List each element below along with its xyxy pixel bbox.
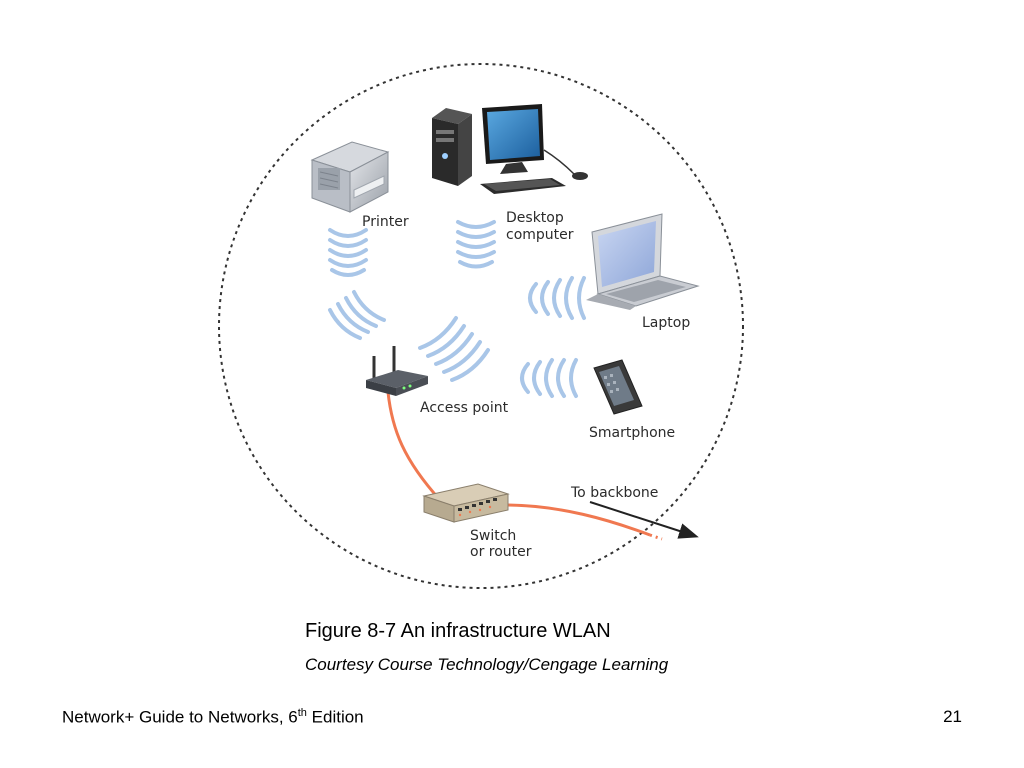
smartphone-icon: [593, 359, 643, 415]
desktop-label-line2: computer: [506, 227, 574, 243]
backbone-cable-dots: [649, 533, 663, 541]
access-point-waves-left: [328, 290, 386, 340]
footer-book-suffix: Edition: [306, 707, 364, 727]
backbone-cable: [504, 503, 651, 537]
desktop-label-line1: Desktop: [506, 210, 564, 226]
figure-caption: Figure 8-7 An infrastructure WLAN: [305, 620, 611, 642]
access-point-cable: [386, 391, 442, 502]
footer-book-sup: th: [297, 707, 307, 719]
desktop-waves: [456, 220, 496, 269]
footer-book-title: Network+ Guide to Networks, 6th Edition: [62, 707, 364, 728]
footer-book-prefix: Network+ Guide to Networks, 6: [62, 707, 298, 727]
switch-label-line1: Switch: [470, 528, 516, 544]
desktop-computer-icon: [432, 104, 588, 194]
figure-credit: Courtesy Course Technology/Cengage Learn…: [305, 655, 669, 674]
switch-label-line2: or router: [470, 544, 532, 560]
access-point-waves-right: [418, 316, 490, 382]
backbone-arrow: [589, 501, 699, 539]
smartphone-label: Smartphone: [589, 425, 675, 441]
printer-waves: [328, 228, 368, 277]
wlan-diagram: Printer Desktop computer Laptop Access p…: [218, 63, 744, 589]
smartphone-waves: [520, 358, 578, 398]
access-point-label: Access point: [420, 400, 509, 416]
page-number: 21: [943, 707, 962, 726]
printer-label: Printer: [362, 214, 409, 230]
switch-router-icon: [422, 483, 510, 523]
wlan-boundary: [218, 63, 744, 589]
access-point-icon: [366, 346, 428, 396]
laptop-label: Laptop: [642, 315, 690, 331]
backbone-label: To backbone: [570, 485, 658, 501]
printer-icon: [310, 141, 390, 213]
laptop-icon: [586, 213, 700, 310]
laptop-waves: [528, 276, 586, 320]
